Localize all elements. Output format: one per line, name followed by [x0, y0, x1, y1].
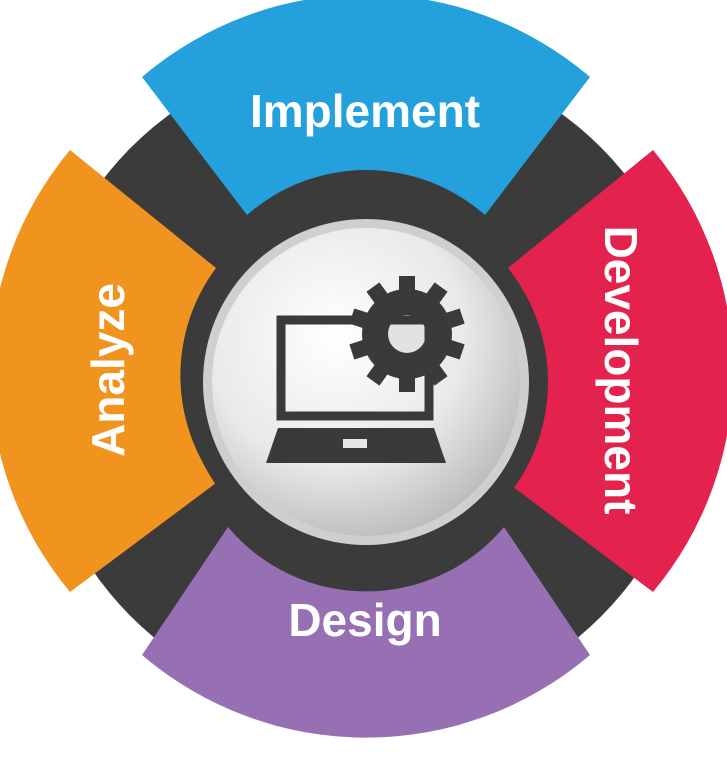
segment-development: [508, 150, 727, 592]
laptop-gear-icon: [266, 276, 465, 463]
segment-implement: [142, 0, 590, 215]
label-implement: Implement: [250, 85, 480, 137]
label-analyze: Analyze: [82, 283, 134, 457]
segment-analyze: [0, 150, 216, 592]
label-development: Development: [595, 226, 647, 515]
label-design: Design: [288, 594, 441, 646]
segment-design: [142, 527, 590, 738]
laptop-screen-frame: [276, 315, 434, 421]
